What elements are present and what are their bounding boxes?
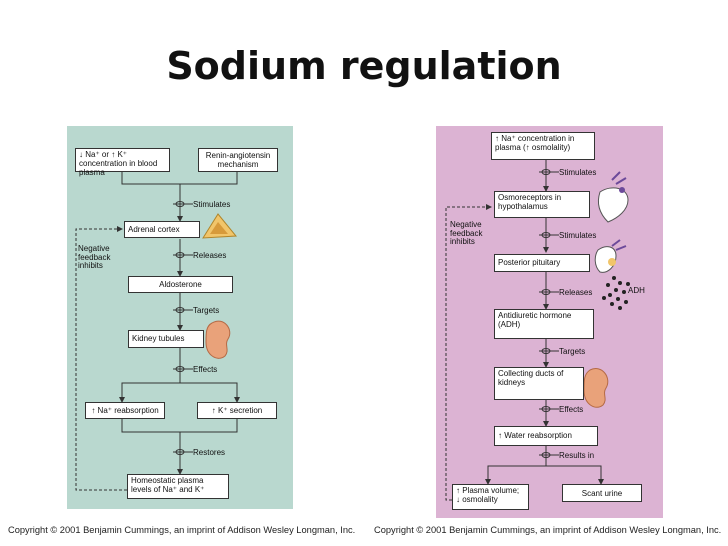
antidiuretic-hormone-box: Antidiuretic hormone (ADH)	[494, 309, 594, 339]
negative-feedback-label-left: Negative feedback inhibits	[78, 244, 111, 270]
adrenal-gland-illustration	[202, 213, 238, 239]
results-in-label: Results in	[559, 451, 595, 460]
na-reabsorption-box: ↑ Na⁺ reabsorption	[85, 402, 165, 419]
trigger-box-left: ↓ Na⁺ or ↑ K⁺ concentration in blood pla…	[75, 148, 170, 177]
kidney-illustration-left	[205, 320, 231, 359]
restores-label-left: Restores	[193, 448, 226, 457]
adh-label: ADH	[628, 286, 645, 295]
targets-label-right: Targets	[559, 347, 586, 356]
renin-angiotensin-box: Renin-angiotensin mechanism	[198, 148, 278, 172]
k-secretion-box: ↑ K⁺ secretion	[197, 402, 277, 419]
effects-label-left: Effects	[193, 365, 218, 374]
stimulates-label-right-2: Stimulates	[559, 231, 597, 240]
homeostatic-box: Homeostatic plasma levels of Na⁺ and K⁺	[127, 474, 229, 499]
kidney-illustration-right	[583, 368, 609, 408]
copyright-right: Copyright © 2001 Benjamin Cummings, an i…	[374, 525, 722, 535]
pituitary-illustration	[594, 239, 627, 273]
negative-feedback-label-right: Negative feedback inhibits	[450, 220, 483, 246]
stimulates-label-right-1: Stimulates	[559, 168, 597, 177]
osmoreceptors-box: Osmoreceptors in hypothalamus	[494, 191, 590, 218]
hypothalamus-illustration	[597, 171, 629, 223]
trigger-box-right: ↑ Na⁺ concentration in plasma (↑ osmolal…	[491, 132, 595, 160]
water-reabsorption-box: ↑ Water reabsorption	[494, 426, 598, 446]
releases-label-left: Releases	[193, 251, 227, 260]
releases-label-right: Releases	[559, 288, 593, 297]
kidney-tubules-box: Kidney tubules	[128, 330, 204, 348]
targets-label-left: Targets	[193, 306, 220, 315]
plasma-volume-box: ↑ Plasma volume; ↓ osmolality	[452, 484, 529, 510]
copyright-left: Copyright © 2001 Benjamin Cummings, an i…	[8, 525, 356, 535]
collecting-ducts-box: Collecting ducts of kidneys	[494, 367, 584, 400]
stimulates-label-left: Stimulates	[193, 200, 231, 209]
scant-urine-box: Scant urine	[562, 484, 642, 502]
aldosterone-box: Aldosterone	[128, 276, 233, 293]
adh-molecules	[602, 276, 630, 310]
effects-label-right: Effects	[559, 405, 584, 414]
posterior-pituitary-box: Posterior pituitary	[494, 254, 590, 272]
slide-title: Sodium regulation	[166, 44, 562, 88]
adrenal-cortex-box: Adrenal cortex	[124, 221, 200, 238]
